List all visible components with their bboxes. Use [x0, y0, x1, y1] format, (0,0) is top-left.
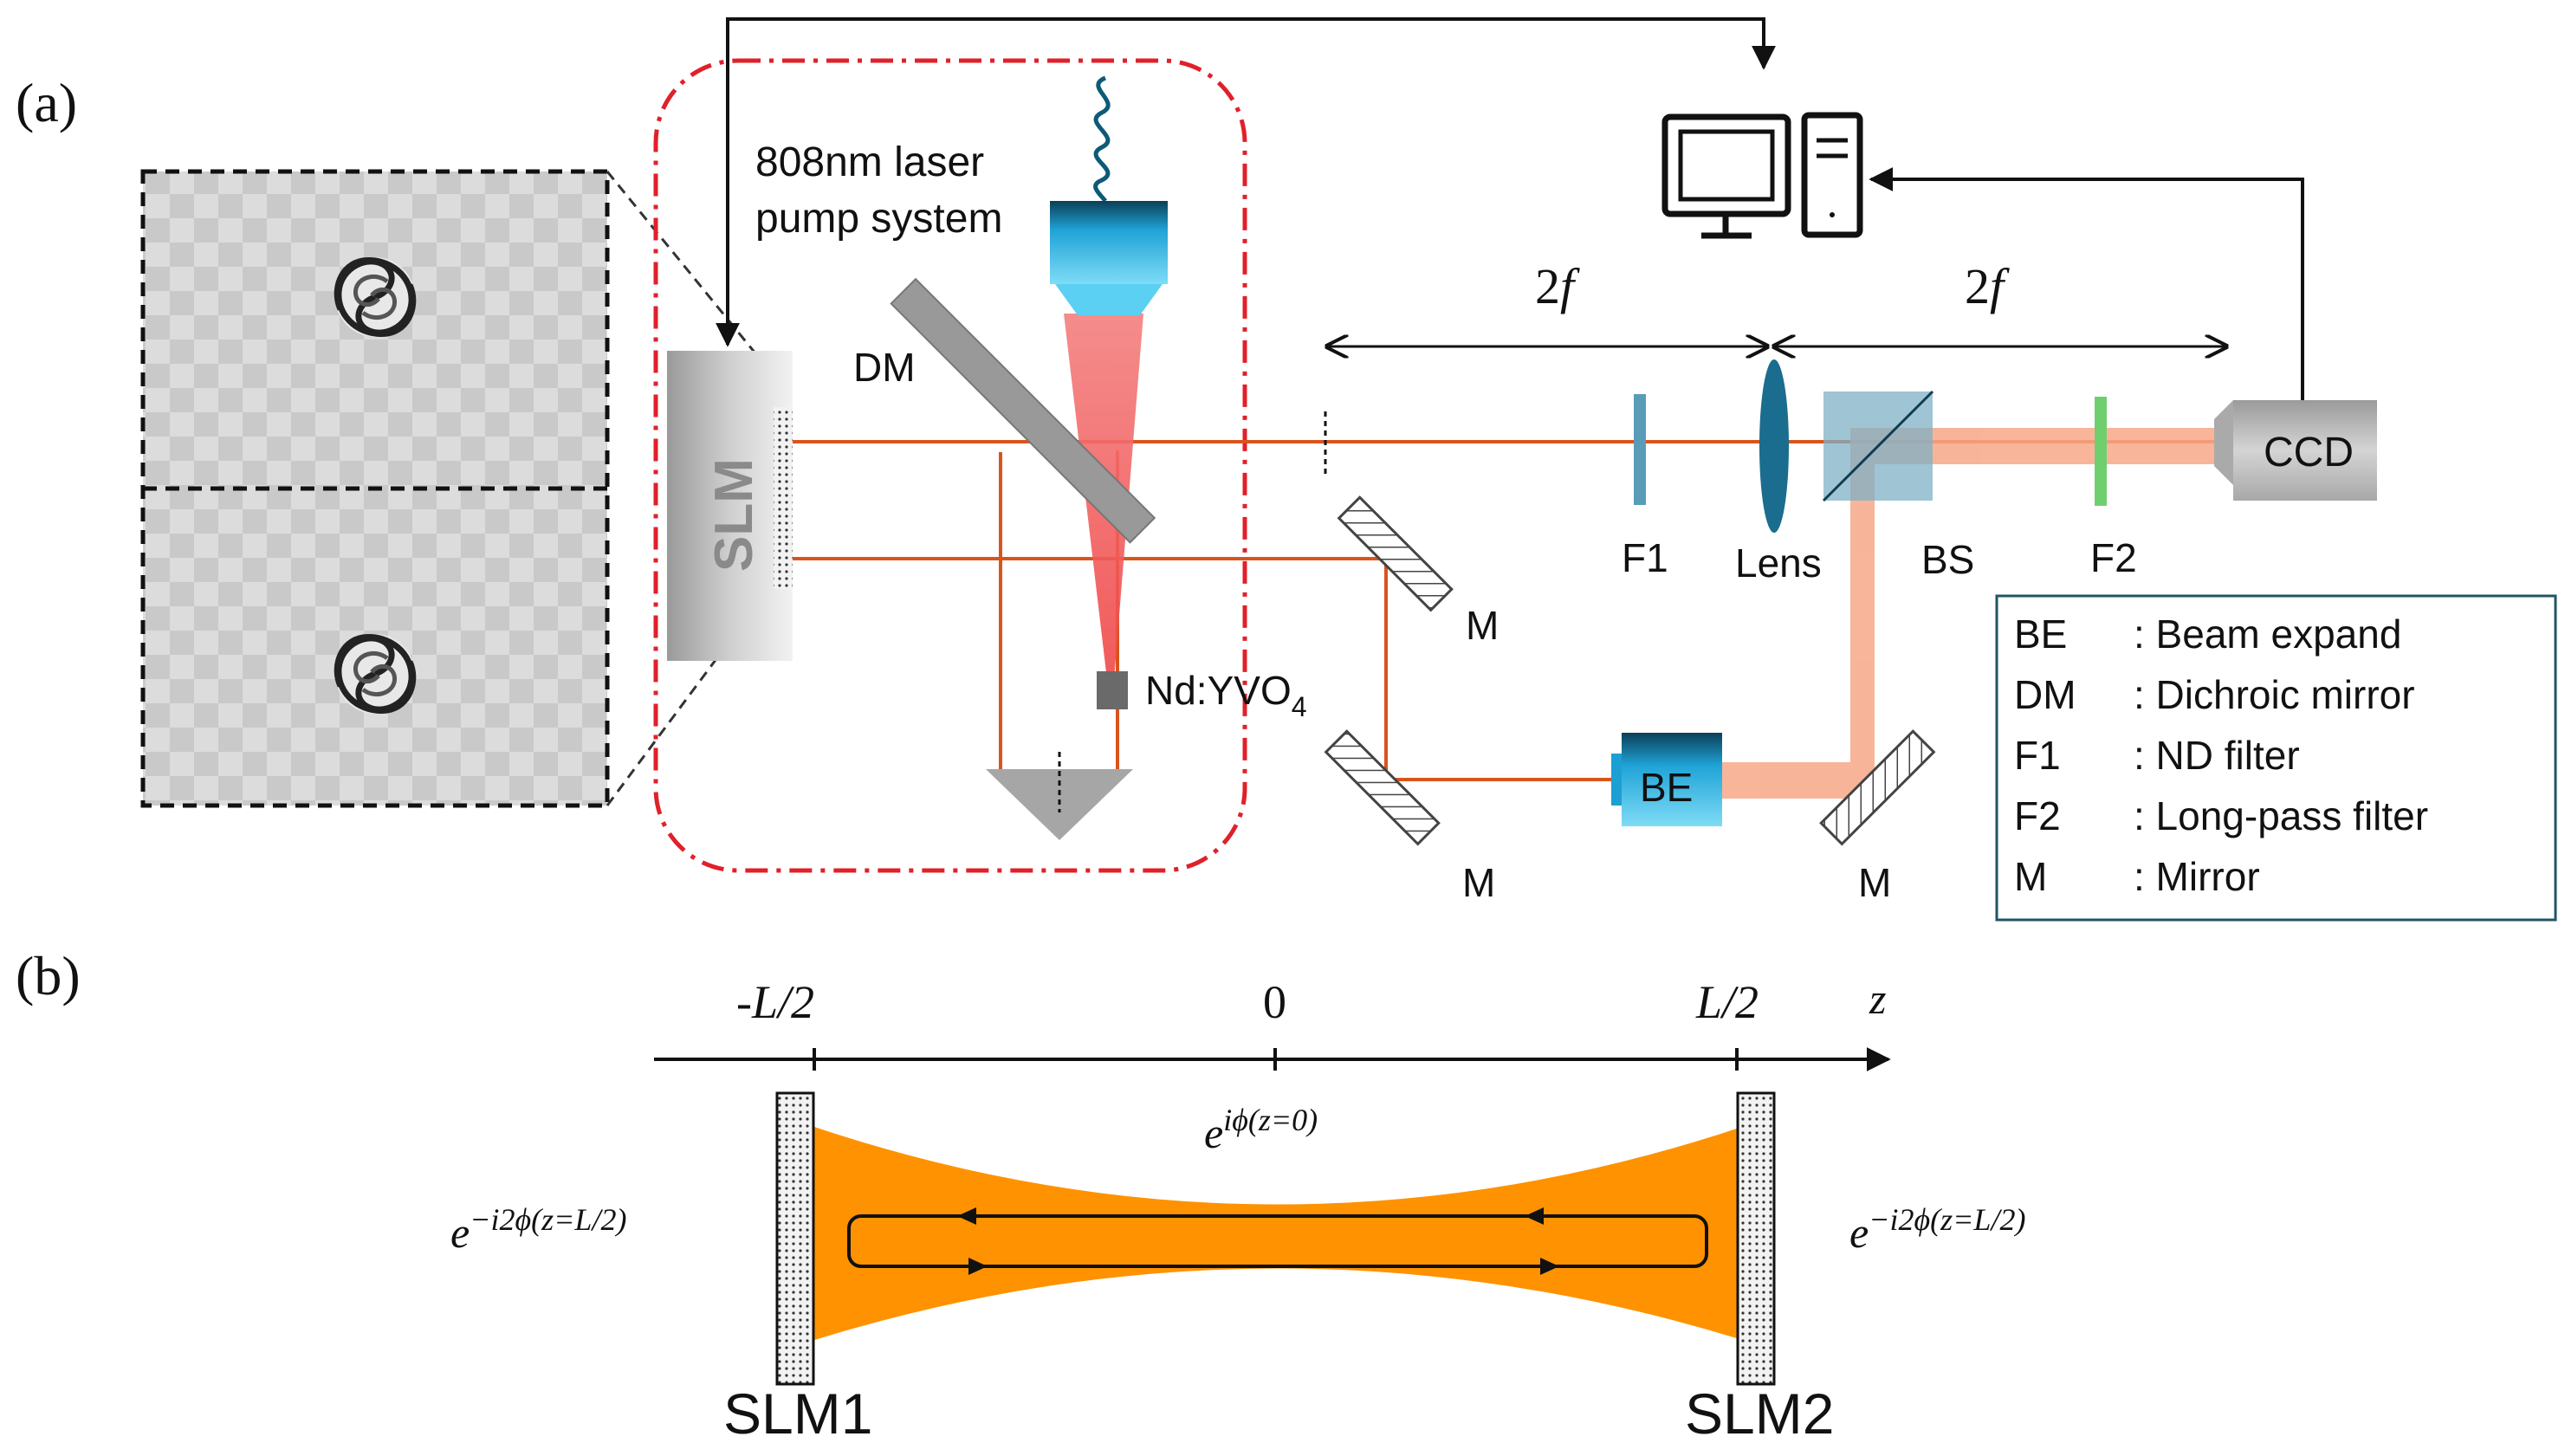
mirror-upper-label: M: [1466, 603, 1499, 648]
f2-label: F2: [2090, 535, 2137, 580]
long-pass-filter-f2: [2095, 397, 2107, 506]
f1-label: F1: [1622, 535, 1668, 580]
legend-desc: : Beam expand: [2134, 612, 2401, 657]
slm1-label: SLM1: [723, 1382, 872, 1446]
tick-center: 0: [1263, 976, 1286, 1028]
vortex-hologram-bottom: [335, 634, 415, 714]
vortex-hologram-top: [335, 257, 415, 337]
pump-label-line2: pump system: [755, 196, 1002, 242]
beam-splitter: [1822, 390, 1934, 502]
legend-desc: : Long-pass filter: [2134, 793, 2428, 838]
hologram-panels: [140, 169, 610, 808]
laser-cavity-enclosure: [653, 58, 1247, 873]
phase-left: e−i2ϕ(z=L/2): [450, 1202, 626, 1257]
be-label: BE: [1640, 765, 1693, 810]
legend-desc: : ND filter: [2134, 733, 2300, 778]
dichroic-mirror: [890, 277, 1156, 544]
legend-abbr: F1: [2014, 733, 2061, 778]
beam-expander: [1611, 733, 1722, 826]
loop-arrows: [957, 1207, 1559, 1275]
legend-abbr: F2: [2014, 793, 2061, 838]
ccd-label: CCD: [2264, 430, 2354, 476]
legend-desc: : Dichroic mirror: [2134, 672, 2415, 717]
slm1-plate: [775, 1091, 815, 1386]
distance-left: 2f: [1535, 258, 1580, 314]
z-axis: [654, 1047, 1891, 1071]
cavity-mode: [812, 1126, 1739, 1341]
legend-abbr: M: [2014, 854, 2047, 899]
ccd-camera: [2214, 400, 2377, 501]
slm-device: [667, 351, 793, 661]
legend-desc: : Mirror: [2134, 854, 2260, 899]
legend-abbr: BE: [2014, 612, 2067, 657]
mirror-upper: [1337, 495, 1454, 612]
nd-filter-f1: [1634, 394, 1646, 505]
panel-b-label: (b): [16, 945, 81, 1006]
panel-a-label: (a): [16, 72, 77, 133]
legend: BE : Beam expand DM : Dichroic mirror F1…: [1995, 594, 2557, 922]
mirror-right: [1819, 729, 1936, 846]
dm-label: DM: [853, 345, 916, 390]
pump-label-line1: 808nm laser: [755, 139, 984, 185]
phase-center: eiϕ(z=0): [1204, 1103, 1318, 1157]
crystal-label: Nd:YVO4: [1145, 668, 1307, 722]
slm2-plate: [1736, 1091, 1776, 1386]
computer-icon: [1661, 112, 1863, 239]
bs-label: BS: [1921, 537, 1974, 582]
legend-abbr: DM: [2014, 672, 2076, 717]
lens-label: Lens: [1735, 540, 1822, 586]
tick-left: -L/2: [736, 976, 814, 1028]
slm2-label: SLM2: [1685, 1382, 1834, 1446]
tick-right: L/2: [1695, 976, 1759, 1028]
slm-label: SLM: [704, 458, 764, 572]
distance-right: 2f: [1965, 258, 2010, 314]
control-wires: [716, 17, 2304, 400]
round-trip-loop: [847, 1214, 1708, 1268]
axis-label-z: z: [1869, 974, 1886, 1023]
nd-yvo4-crystal: [1097, 671, 1128, 709]
mirror-lower-label: M: [1462, 860, 1495, 905]
mirror-right-label: M: [1858, 860, 1891, 905]
mirror-lower: [1324, 729, 1441, 846]
pump-fiber: [1093, 75, 1111, 203]
phase-right: e−i2ϕ(z=L/2): [1849, 1202, 2025, 1257]
pump-laser-head: [1050, 201, 1168, 315]
lens: [1759, 359, 1789, 533]
